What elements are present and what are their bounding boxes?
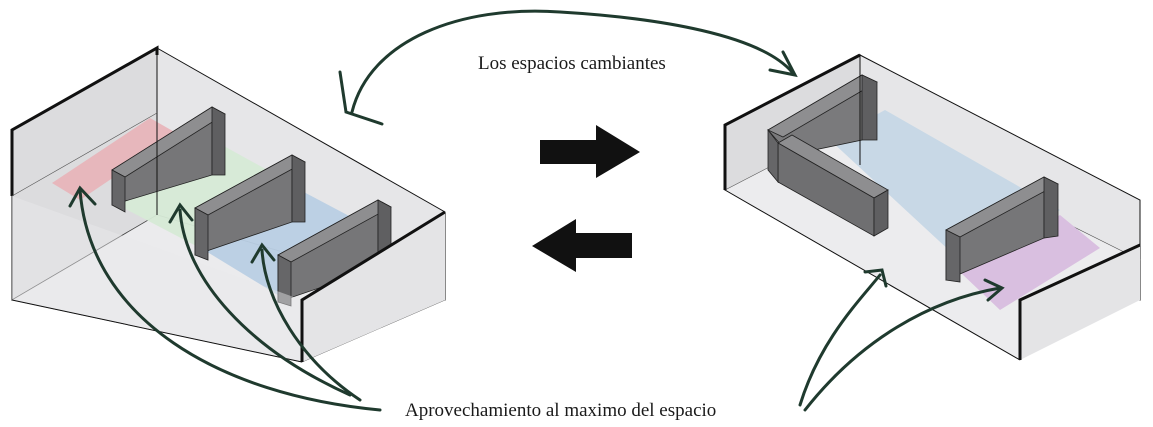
right-arrow-1-head <box>863 268 888 288</box>
right-arrow-2 <box>803 286 1002 412</box>
left-zone-blue <box>204 190 385 300</box>
top-arrow-head-right <box>768 50 798 78</box>
right-room-edge-bottom <box>724 189 1021 361</box>
arrow-right-icon <box>540 125 640 178</box>
left-room-edge-floor-back <box>11 112 158 197</box>
right-room-outline-right <box>1018 243 1141 360</box>
left-room-front-wall <box>12 196 302 362</box>
curved-arrows <box>68 9 1005 412</box>
left-room-front-right-wall <box>302 212 445 362</box>
left-arrow-3 <box>260 248 362 402</box>
bottom-caption: Aprovechamiento al maximo del espacio <box>405 400 717 421</box>
left-arrow-1-head <box>68 185 97 208</box>
arrow-left-icon <box>532 219 632 272</box>
room-after <box>723 53 1141 361</box>
room-before <box>10 45 446 363</box>
left-partition-1 <box>111 106 226 213</box>
left-arrow-3-head <box>250 242 276 264</box>
left-partition-2 <box>194 154 306 261</box>
left-zone-green <box>118 145 300 248</box>
left-zone-red <box>52 118 178 200</box>
left-arrow-2-head <box>168 202 194 224</box>
right-partition-2 <box>945 176 1059 283</box>
top-arrow-head-left <box>338 70 384 126</box>
left-arrow-1 <box>78 188 382 412</box>
right-partition-l <box>767 74 889 237</box>
right-room-front-wall <box>1020 245 1140 360</box>
right-arrow-2-head <box>983 278 1005 302</box>
top-caption: Los espacios cambiantes <box>478 53 666 74</box>
right-arrow-1 <box>798 273 882 407</box>
right-room-outline-top <box>723 53 861 190</box>
left-arrow-2 <box>178 208 352 397</box>
top-curved-arrow <box>350 9 794 114</box>
left-room-outline-right <box>300 210 446 362</box>
